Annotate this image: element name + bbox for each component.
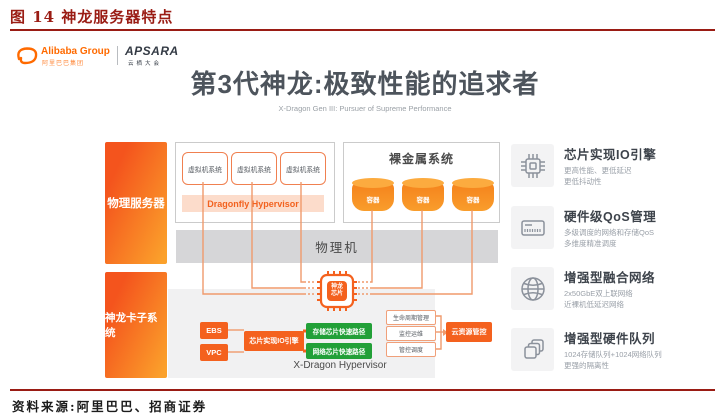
vm-system-3: 虚拟机系统 [280,152,326,185]
slide-title: 第3代神龙:极致性能的追求者 [190,69,540,99]
vm-systems-box: 虚拟机系统 虚拟机系统 虚拟机系统 Dragonfly Hypervisor [175,142,335,223]
apsara-logo-label: APSARA [125,44,179,58]
network-icon [511,267,554,310]
physical-server-label: 物理服务器 [105,142,167,264]
feature-io-engine: 芯片实现IO引擎 更高性能、更低延迟更低抖动性 [511,144,723,187]
storage-fast-path-box: 存储芯片快速路径 [306,323,372,339]
figure-title: 图 14 神龙服务器特点 [10,8,174,26]
chip-label: 神龙芯片 [330,284,343,297]
feature-title: 芯片实现IO引擎 [564,148,657,162]
feature-desc: 2x50GbE双上联网络近裸机低延迟网络 [564,289,633,309]
feature-text: 芯片实现IO引擎 更高性能、更低延迟更低抖动性 [564,144,656,187]
logo-divider [117,46,118,65]
container-cylinder-1: 容器 [352,178,394,211]
io-engine-box: 芯片实现IO引擎 [244,331,304,351]
feature-desc: 更高性能、更低延迟更低抖动性 [564,166,632,186]
alibaba-group-label: Alibaba Group [41,46,110,57]
top-rule [10,29,715,31]
xdragon-card-subsystem-label: 神龙卡子系统 [105,272,167,378]
source-note: 资料来源:阿里巴巴、招商证券 [12,399,208,414]
control-scheduling-box: 管控调度 [386,342,436,357]
feature-title: 硬件级QoS管理 [564,210,657,224]
lifecycle-mgmt-box: 生命周期管理 [386,310,436,325]
xdragon-hypervisor-label: X-Dragon Hypervisor [293,360,387,371]
feature-text: 增强型硬件队列 1024存储队列+1024网络队列更强的隔离性 [564,328,662,371]
feature-network: 增强型融合网络 2x50GbE双上联网络近裸机低延迟网络 [511,267,723,310]
monitoring-ops-box: 监控运维 [386,326,436,341]
feature-queue: 增强型硬件队列 1024存储队列+1024网络队列更强的隔离性 [511,328,723,371]
bare-metal-box: 裸金属系统 容器 容器 容器 [343,142,500,223]
vpc-box: VPC [200,344,228,361]
queue-icon [511,328,554,371]
chip-outline-icon [317,271,357,311]
cloud-resource-control-box: 云资源管控 [446,322,492,342]
slide-subtitle: X-Dragon Gen III: Pursuer of Supreme Per… [278,104,452,113]
container-cylinder-3: 容器 [452,178,494,211]
bare-metal-title: 裸金属系统 [388,152,454,166]
physical-machine-bar: 物理机 [176,230,498,263]
chip-icon [511,144,554,187]
bottom-rule [10,389,715,391]
feature-title: 增强型融合网络 [564,271,656,285]
feature-desc: 1024存储队列+1024网络队列更强的隔离性 [564,350,662,370]
feature-title: 增强型硬件队列 [564,332,656,346]
feature-text: 增强型融合网络 2x50GbE双上联网络近裸机低延迟网络 [564,267,655,310]
alibaba-group-cn-label: 阿里巴巴集团 [42,61,85,67]
apsara-cn-label: 云栖大会 [128,61,163,67]
ebs-box: EBS [200,322,228,339]
qos-icon [511,206,554,249]
vm-system-1: 虚拟机系统 [182,152,228,185]
container-cylinder-2: 容器 [402,178,444,211]
vm-system-2: 虚拟机系统 [231,152,277,185]
network-fast-path-box: 网络芯片快速路径 [306,343,372,359]
dragonfly-hypervisor-band: Dragonfly Hypervisor [182,195,324,212]
alibaba-logo-icon [15,45,40,66]
xdragon-chip: 神龙芯片 [314,268,360,314]
